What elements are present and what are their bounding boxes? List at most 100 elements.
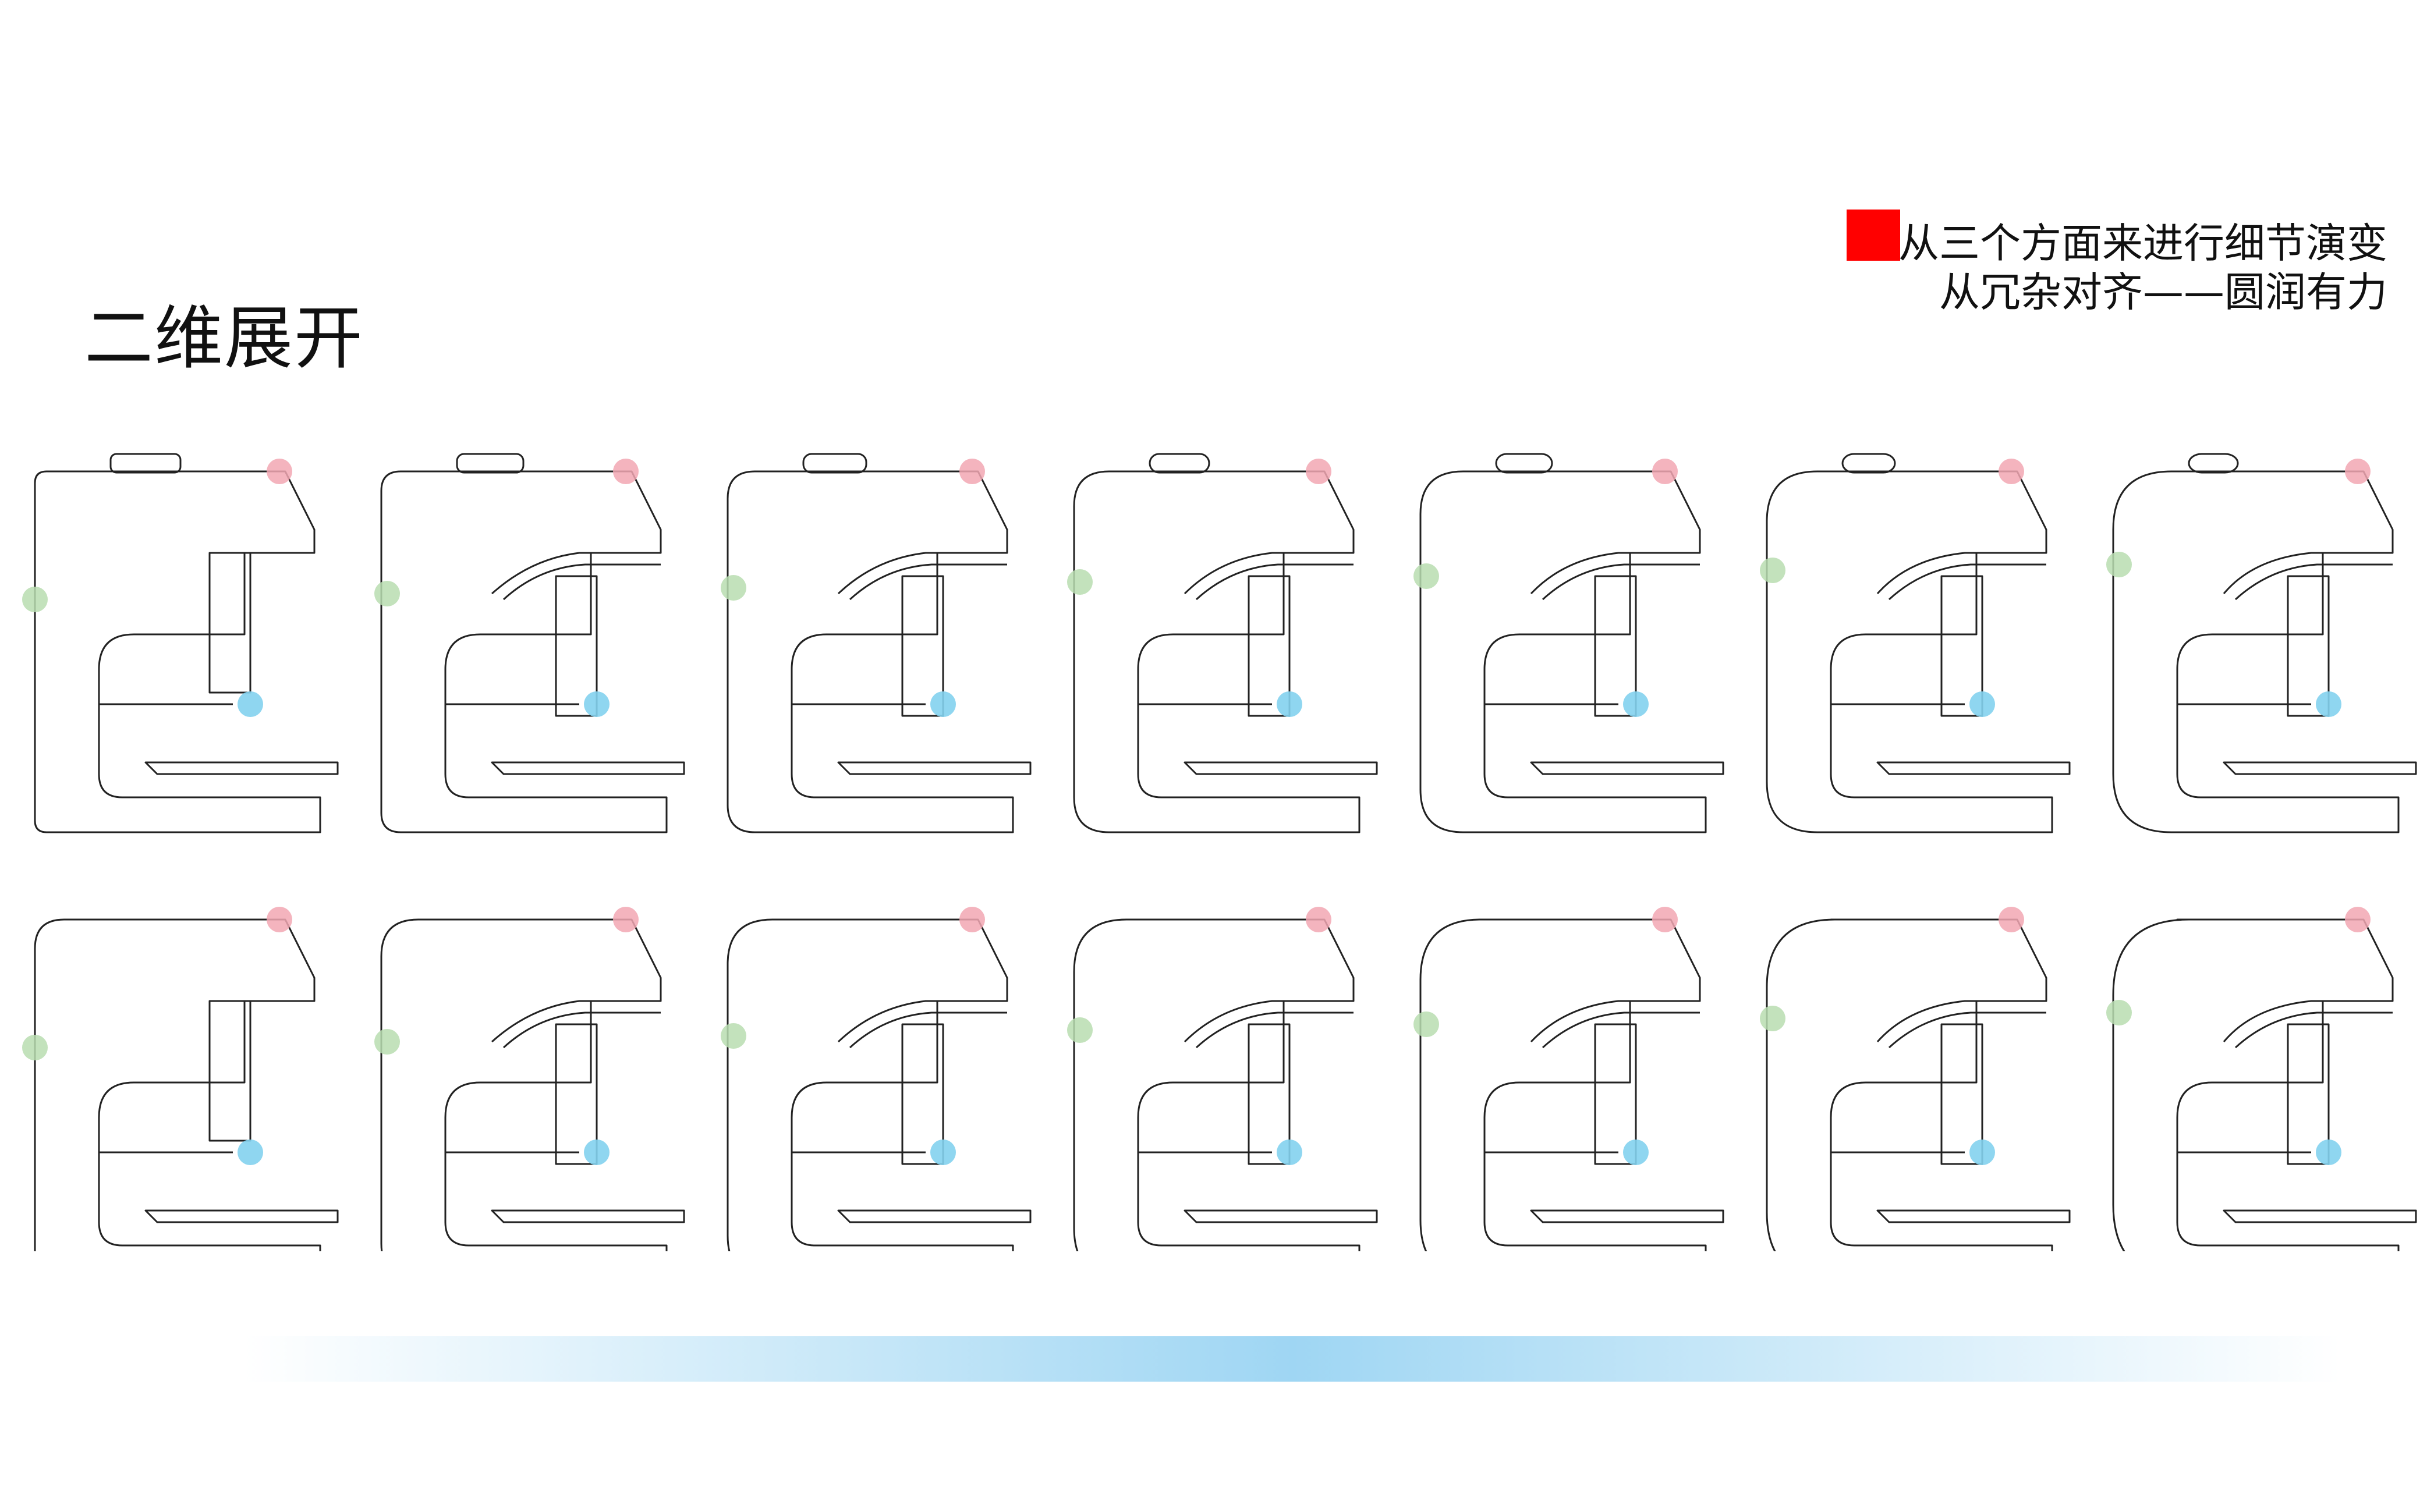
device-base-plate bbox=[144, 1209, 339, 1223]
marker-bottom bbox=[584, 691, 610, 717]
device-column bbox=[1248, 1023, 1291, 1165]
device-upper-arch bbox=[1876, 1000, 2046, 1042]
device-base-plate bbox=[144, 761, 339, 775]
device-top-cap bbox=[456, 453, 525, 474]
marker-bottom bbox=[930, 691, 956, 717]
marker-side bbox=[2106, 552, 2132, 577]
device-base-plate bbox=[491, 761, 685, 775]
device-upper-arch bbox=[2223, 552, 2393, 594]
marker-side bbox=[1413, 563, 1439, 589]
device-base-plate bbox=[837, 761, 1032, 775]
design-variant-11 bbox=[1067, 907, 1378, 1251]
device-top-cap bbox=[2188, 453, 2239, 474]
device-top-cap bbox=[109, 453, 182, 474]
device-upper-arch bbox=[1184, 552, 1354, 595]
device-body-outline bbox=[727, 918, 1014, 1251]
device-top-cap bbox=[802, 453, 867, 474]
device-upper-arch bbox=[1876, 552, 2046, 594]
device-upper-arch-inner bbox=[1888, 563, 2046, 601]
device-upper-arch bbox=[1530, 1000, 1700, 1043]
marker-top bbox=[613, 907, 639, 932]
device-column bbox=[1248, 575, 1291, 717]
marker-bottom bbox=[930, 1140, 956, 1165]
device-body-outline bbox=[2112, 470, 2400, 833]
marker-bottom bbox=[2316, 691, 2341, 717]
device-upper-arch-inner bbox=[1888, 1011, 2046, 1049]
marker-bottom bbox=[584, 1140, 610, 1165]
device-body-outline bbox=[380, 470, 668, 833]
device-column bbox=[2287, 575, 2330, 717]
device-top-cap bbox=[1841, 453, 1896, 474]
marker-top bbox=[959, 907, 985, 932]
design-variant-3 bbox=[721, 453, 1032, 833]
device-body-outline bbox=[1766, 918, 2053, 1251]
marker-side bbox=[22, 587, 48, 612]
gradient-bar bbox=[245, 1336, 2340, 1382]
device-base-plate bbox=[1876, 761, 2071, 775]
device-body-outline bbox=[1766, 470, 2053, 833]
design-variant-5 bbox=[1413, 453, 1724, 833]
device-base-plate bbox=[1530, 761, 1724, 775]
marker-side bbox=[374, 581, 400, 606]
marker-side bbox=[1760, 558, 1785, 583]
device-body-outline bbox=[1419, 470, 1707, 833]
marker-side bbox=[721, 575, 746, 601]
marker-side bbox=[1067, 1017, 1093, 1043]
device-body-outline bbox=[1073, 470, 1360, 833]
device-upper-arch-inner bbox=[1195, 563, 1354, 601]
device-upper-arch bbox=[837, 552, 1007, 595]
marker-bottom bbox=[238, 691, 263, 717]
marker-side bbox=[22, 1035, 48, 1060]
device-upper-arch-inner bbox=[849, 563, 1007, 601]
marker-side bbox=[721, 1023, 746, 1049]
design-variant-7 bbox=[2106, 453, 2417, 833]
marker-top bbox=[959, 459, 985, 484]
design-variant-14 bbox=[2106, 907, 2417, 1251]
device-upper-arch-inner bbox=[849, 1011, 1007, 1049]
marker-top bbox=[1306, 459, 1331, 484]
marker-side bbox=[374, 1029, 400, 1055]
device-column bbox=[555, 575, 598, 717]
device-base-plate bbox=[2223, 761, 2417, 775]
marker-bottom bbox=[1623, 691, 1649, 717]
design-variant-1 bbox=[22, 453, 339, 833]
device-base-plate bbox=[1876, 1209, 2071, 1223]
device-base-plate bbox=[1184, 761, 1378, 775]
marker-top bbox=[1652, 907, 1678, 932]
device-body-outline bbox=[34, 470, 321, 833]
design-variant-12 bbox=[1413, 907, 1724, 1251]
marker-top bbox=[1306, 907, 1331, 932]
marker-top bbox=[2345, 459, 2371, 484]
device-body-outline bbox=[727, 470, 1014, 833]
marker-top bbox=[2345, 907, 2371, 932]
device-base-plate bbox=[837, 1209, 1032, 1223]
device-column bbox=[901, 1023, 944, 1165]
design-evolution-grid bbox=[22, 453, 2417, 1251]
device-upper-arch bbox=[1184, 1000, 1354, 1043]
device-column bbox=[555, 1023, 598, 1165]
device-upper-arch-inner bbox=[1195, 1011, 1354, 1049]
marker-top bbox=[1999, 907, 2024, 932]
legend-text-line-1: 从三个方面来进行细节演变 bbox=[1898, 219, 2387, 267]
marker-side bbox=[2106, 1000, 2132, 1025]
device-column bbox=[208, 552, 251, 694]
device-top-cap bbox=[1495, 453, 1553, 474]
design-variant-6 bbox=[1760, 453, 2071, 833]
device-upper-arch-inner bbox=[502, 563, 661, 601]
marker-bottom bbox=[1277, 1140, 1302, 1165]
device-upper-arch-inner bbox=[502, 1011, 661, 1049]
design-variant-4 bbox=[1067, 453, 1378, 833]
device-upper-arch bbox=[1530, 552, 1700, 595]
device-base-plate bbox=[1530, 1209, 1724, 1223]
marker-top bbox=[613, 459, 639, 484]
device-column bbox=[2287, 1023, 2330, 1165]
marker-bottom bbox=[1623, 1140, 1649, 1165]
device-upper-arch bbox=[491, 552, 661, 595]
device-column bbox=[1940, 575, 1983, 717]
device-top-cap bbox=[1149, 453, 1210, 474]
device-column bbox=[1940, 1023, 1983, 1165]
device-column bbox=[1594, 1023, 1637, 1165]
marker-top bbox=[267, 907, 292, 932]
device-upper-arch bbox=[491, 1000, 661, 1043]
device-body-outline bbox=[34, 918, 321, 1251]
